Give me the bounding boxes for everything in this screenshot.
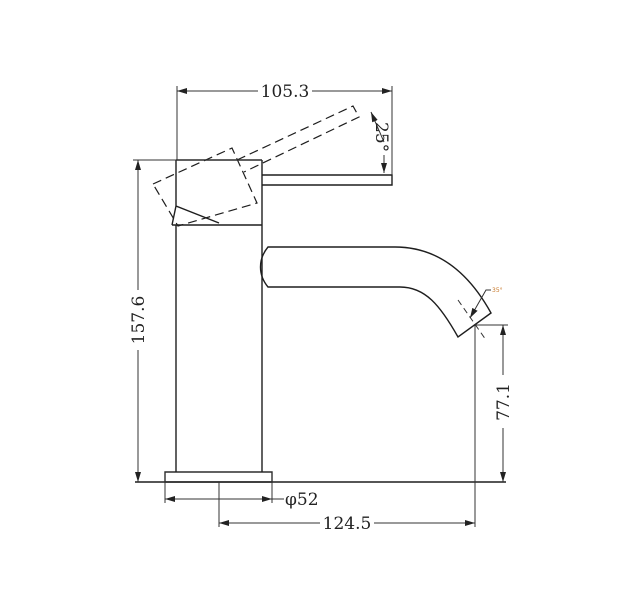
- spout-angle-leader: [469, 289, 491, 319]
- spout: [259, 246, 492, 339]
- handle-angle-label: 25°: [371, 122, 391, 152]
- handle-rod: [262, 174, 393, 186]
- faucet-body: [175, 225, 263, 472]
- spout-reach-label: 124.5: [323, 514, 372, 534]
- raised-handle-outline: [236, 105, 360, 173]
- spout-axis: [457, 299, 487, 341]
- base-diameter-label: φ52: [285, 490, 319, 510]
- handle-reach-label: 105.3: [261, 82, 310, 102]
- lever-housing: [171, 159, 263, 226]
- angle-arrow: [370, 111, 385, 143]
- total-height-label: 157.6: [129, 296, 149, 345]
- spout-height-label: 77.1: [494, 383, 514, 421]
- spout-angle-label: 35°: [492, 287, 503, 294]
- base-plate: [164, 471, 273, 483]
